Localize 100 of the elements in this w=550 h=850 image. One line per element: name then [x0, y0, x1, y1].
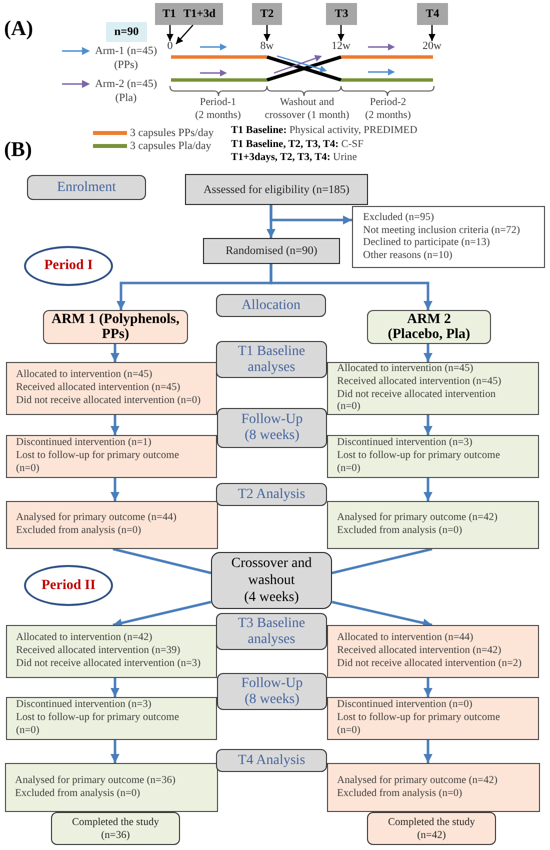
box-text: Lost to follow-up for primary outcome (n=0): [337, 450, 502, 476]
connector-line: [332, 548, 432, 574]
box-text: Discontinued intervention (n=3): [16, 699, 152, 712]
box-text: Discontinued intervention (n=3): [337, 437, 474, 450]
phase-title: Enrolment: [56, 180, 116, 196]
crossover-box: [211, 552, 332, 609]
timepoint-box: [326, 3, 357, 25]
box-text: Allocated to intervention (n=44): [337, 632, 474, 646]
arrow: [166, 25, 174, 41]
box-text: Excluded from analysis (n=0): [16, 525, 142, 538]
box-text: Not meeting inclusion criteria (n=72): [363, 224, 521, 237]
phase-box: [216, 341, 327, 378]
box-text: Analysed for primary outcome (n=42): [337, 774, 498, 788]
box-text: Received allocated intervention (n=39): [16, 645, 182, 658]
participant-box: [6, 625, 217, 678]
period-title: Period II: [41, 578, 96, 594]
note-text: T1 Baseline: Physical activity, PREDIMED: [231, 124, 418, 137]
timepoint-label: T1+3d: [183, 8, 216, 20]
time-label: 8w: [258, 41, 276, 52]
participant-box: [327, 435, 539, 478]
time-label: 12w: [331, 41, 351, 52]
participant-box: [327, 697, 539, 740]
arrow: [424, 678, 432, 697]
participant-box: [327, 501, 539, 549]
phase-box: [216, 613, 327, 650]
arrow: [176, 24, 194, 44]
box-text: Excluded from analysis (n=0): [15, 788, 142, 800]
phase-title: T1 Baseline analyses: [236, 344, 306, 376]
completion-box: [367, 812, 496, 845]
participant-box: [6, 697, 217, 740]
participant-box: [6, 435, 217, 478]
arrow: [110, 478, 120, 501]
panel-label: (B): [4, 138, 33, 161]
phase-title: T4 Analysis: [238, 752, 306, 768]
box-text: Did not receive allocated intervention (n=3): [16, 658, 202, 671]
arrow: [424, 740, 432, 763]
box-text: Received allocated intervention (n=45): [337, 376, 502, 388]
timepoint-label: T3: [334, 8, 348, 20]
legend-text: 3 capsules PPs/day: [130, 126, 215, 140]
phase-box: [27, 175, 146, 200]
arm-title: ARM 1 (Polyphenols, PPs): [50, 312, 180, 342]
box-text: Allocated to intervention (n=45): [337, 363, 474, 376]
arrow: [270, 264, 432, 310]
phase-title: Follow-Up (8 weeks): [240, 676, 304, 708]
phase-title: T3 Baseline analyses: [236, 616, 306, 648]
connector-line: [112, 548, 212, 574]
box-text: Excluded from analysis (n=0): [337, 525, 464, 538]
arrow: [112, 600, 212, 628]
arrow: [424, 344, 432, 362]
arrow: [424, 415, 432, 435]
box-text: Assessed for eligibility (n=185): [203, 184, 350, 196]
timepoint-box: [252, 3, 282, 25]
box-text: Lost to follow-up for primary outcome (n=0): [337, 712, 502, 738]
participant-box: [5, 763, 218, 812]
arrow: [338, 25, 344, 41]
arrow: [110, 415, 120, 435]
timepoint-box: [155, 3, 223, 25]
box-text: Completed the study (n=42): [387, 816, 476, 842]
exclusion-box: [352, 206, 545, 268]
period-label: Washout and crossover (1 month): [264, 97, 350, 122]
phase-box: [216, 483, 327, 506]
box-text: Did not receive allocated intervention (n=0): [16, 394, 202, 408]
participant-box: [327, 362, 539, 415]
process-box: [203, 238, 340, 264]
participant-box: [327, 763, 540, 812]
arrow: [424, 478, 432, 501]
legend-text: Arm-1 (n=45) (PPs): [94, 44, 158, 72]
phase-title: Allocation: [241, 298, 301, 314]
note-text: T1+3days, T2, T3, T4: Urine: [231, 151, 358, 164]
note-text: T1 Baseline, T2, T3, T4: C-SF: [231, 138, 364, 151]
legend-text: Arm-2 (n=45) (Pla): [94, 77, 158, 105]
box-text: Lost to follow-up for primary outcome (n=0): [16, 450, 180, 476]
timepoint-label: T1: [162, 8, 176, 20]
box-text: Excluded from analysis (n=0): [337, 788, 464, 800]
box-text: Completed the study (n=36): [71, 816, 160, 842]
process-box: [185, 174, 368, 205]
completion-box: [51, 812, 180, 845]
period-label: Period-2 (2 months): [364, 97, 412, 122]
sample-size-label: n=90: [114, 26, 139, 38]
arrow: [110, 678, 120, 697]
arrow: [332, 600, 432, 628]
arrow: [428, 25, 436, 41]
panel-label: (A): [4, 17, 34, 40]
arm-box: [43, 310, 188, 344]
timepoint-box: [417, 3, 448, 25]
box-text: Discontinued intervention (n=1): [16, 437, 152, 450]
timepoint-label: T4: [426, 8, 440, 20]
timepoint-label: T2: [260, 8, 274, 20]
box-text: Randomised (n=90): [226, 245, 318, 257]
arrow: [270, 205, 352, 224]
box-text: Analysed for primary outcome (n=44): [16, 512, 178, 525]
phase-box: [217, 673, 327, 710]
period-title: Period I: [44, 258, 93, 274]
box-text: Discontinued intervention (n=0): [337, 699, 474, 712]
box-text: Did not receive allocated intervention (n=0): [337, 388, 497, 414]
arm-box: [367, 310, 491, 344]
period-label: Period-1 (2 months): [194, 97, 242, 122]
box-text: Did not receive allocated intervention (n=2): [337, 658, 523, 671]
time-label: 0: [164, 41, 176, 52]
phase-title: T2 Analysis: [238, 486, 306, 502]
